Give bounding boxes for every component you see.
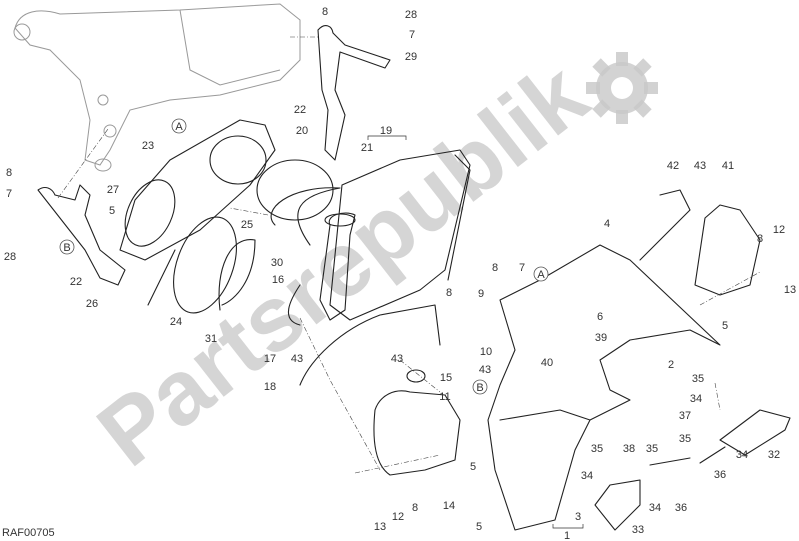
- part-label: 43: [391, 353, 403, 365]
- callout-b-frame: B: [59, 239, 75, 255]
- bracket-26: [37, 184, 126, 286]
- fairing-1: [487, 244, 721, 531]
- part-label: 15: [440, 372, 452, 384]
- part-label: 36: [714, 469, 726, 481]
- pipe-18: [299, 304, 441, 386]
- part-label: 4: [604, 218, 610, 230]
- part-label: 32: [768, 449, 780, 461]
- part-label: 24: [170, 316, 182, 328]
- part-label: 28: [4, 251, 16, 263]
- duct-32: [719, 409, 791, 456]
- bracket-29: [317, 25, 391, 161]
- fan-20: [256, 159, 334, 221]
- part-label: 5: [470, 461, 476, 473]
- part-label: 8: [446, 287, 452, 299]
- part-label: 5: [109, 205, 115, 217]
- part-label: 35: [679, 433, 691, 445]
- fan-24: [173, 216, 237, 314]
- part-label: 7: [6, 188, 12, 200]
- part-label: 12: [392, 511, 404, 523]
- fan-shroud-23: [119, 119, 276, 261]
- part-label: 11: [439, 391, 450, 403]
- part-label: 8: [6, 167, 12, 179]
- part-label: 8: [492, 262, 498, 274]
- part-label: 42: [667, 160, 679, 172]
- part-label: 34: [690, 393, 702, 405]
- part-label: 8: [322, 6, 328, 18]
- part-label: 21: [361, 142, 373, 154]
- part-label: 22: [70, 276, 82, 288]
- svg-text:A: A: [537, 269, 545, 281]
- svg-text:A: A: [175, 121, 183, 133]
- part-label: 6: [597, 311, 603, 323]
- part-label: 43: [694, 160, 706, 172]
- part-label: 34: [736, 449, 748, 461]
- reservoir-14: [373, 390, 461, 476]
- watermark: Partsrepublik: [80, 43, 658, 486]
- part-label: 20: [296, 125, 308, 137]
- part-label: 7: [409, 29, 415, 41]
- callout-a-frame: A: [171, 118, 187, 134]
- part-label: 3: [575, 511, 581, 523]
- expansion-tank-21: [319, 212, 356, 321]
- part-label: 27: [107, 184, 119, 196]
- part-label: 5: [722, 320, 728, 332]
- part-label: 2: [668, 359, 674, 371]
- part-label: 43: [479, 364, 491, 376]
- part-label: 31: [205, 333, 217, 345]
- duct-41: [694, 204, 761, 296]
- part-label: 43: [291, 353, 303, 365]
- part-label: 35: [646, 443, 658, 455]
- hose-42: [639, 189, 691, 261]
- svg-text:B: B: [476, 382, 483, 394]
- part-label: 37: [679, 410, 691, 422]
- part-label: 33: [632, 524, 644, 536]
- part-label: 19: [380, 125, 392, 137]
- svg-text:B: B: [63, 242, 70, 254]
- callout-b-fairing: B: [472, 379, 488, 395]
- part-label: 9: [478, 288, 484, 300]
- hose-31: [218, 239, 256, 311]
- part-label: 7: [519, 262, 525, 274]
- gear-icon: [586, 52, 658, 124]
- part-label: 5: [476, 521, 482, 533]
- part-label: 36: [675, 502, 687, 514]
- radiator-19: [329, 149, 471, 321]
- callout-a-fairing: A: [533, 266, 549, 282]
- part-label: 41: [722, 160, 734, 172]
- part-label: 23: [142, 140, 154, 152]
- part-label: 12: [773, 224, 785, 236]
- part-label: 35: [692, 373, 704, 385]
- part-label: 1: [564, 530, 570, 541]
- part-label: 34: [649, 502, 661, 514]
- part-label: 29: [405, 51, 417, 63]
- part-label: 25: [241, 219, 253, 231]
- part-label: 10: [480, 346, 492, 358]
- duct-33: [594, 479, 641, 531]
- part-label: 14: [443, 500, 455, 512]
- part-label: 8: [757, 233, 763, 245]
- part-label: 34: [581, 470, 593, 482]
- part-label: 18: [264, 381, 276, 393]
- part-label: 17: [264, 353, 276, 365]
- part-labels: 8 28 7 29 22 20 19 21 23 8 7 27 5 25 28 …: [4, 6, 796, 541]
- part-label: 28: [405, 9, 417, 21]
- part-label: 30: [271, 257, 283, 269]
- frame: [13, 3, 301, 172]
- reference-code: RAF00705: [2, 527, 55, 539]
- hose-17: [288, 284, 301, 326]
- part-label: 13: [784, 284, 796, 296]
- part-label: 26: [86, 298, 98, 310]
- part-label: 13: [374, 521, 386, 533]
- part-label: 38: [623, 443, 635, 455]
- part-label: 16: [272, 274, 284, 286]
- part-label: 39: [595, 332, 607, 344]
- part-label: 35: [591, 443, 603, 455]
- part-label: 40: [541, 357, 553, 369]
- part-label: 8: [412, 502, 418, 514]
- part-label: 22: [294, 104, 306, 116]
